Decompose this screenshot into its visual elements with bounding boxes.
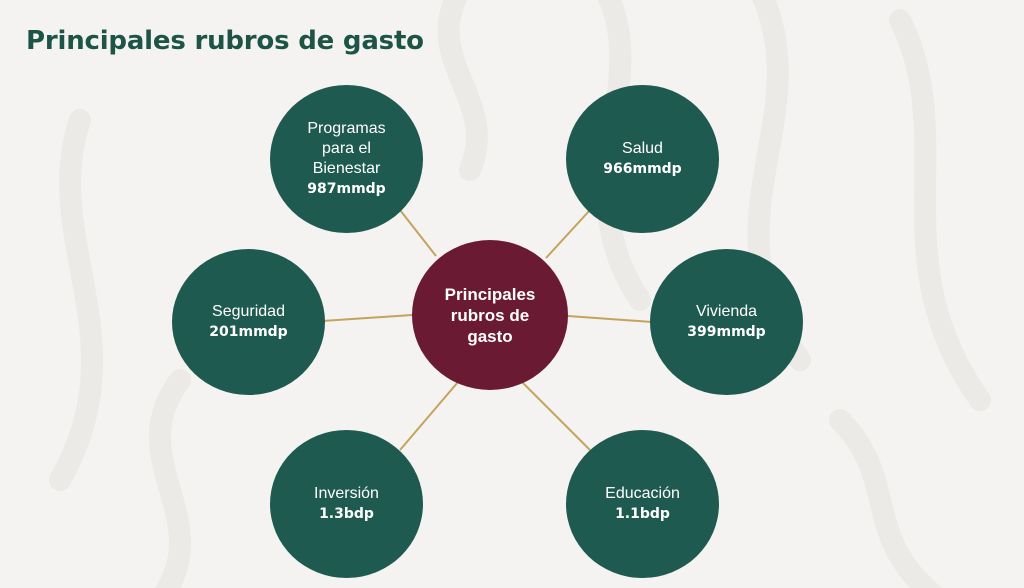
node-value: 1.3bdp (319, 506, 374, 522)
page-title: Principales rubros de gasto (26, 26, 424, 56)
node-vivienda: Vivienda 399mmdp (650, 249, 803, 395)
center-node: Principales rubros de gasto (412, 240, 568, 390)
node-label: Inversión (314, 485, 379, 502)
connector-bienestar (399, 209, 437, 257)
connector-salud (545, 209, 591, 259)
node-value: 966mmdp (603, 161, 682, 177)
node-value: 987mmdp (307, 181, 386, 197)
connector-educacion (519, 379, 591, 451)
node-label: Programas para el Bienestar (307, 120, 386, 177)
node-seguridad: Seguridad 201mmdp (172, 249, 325, 395)
node-label: Salud (622, 140, 663, 157)
node-educacion: Educación 1.1bdp (566, 430, 719, 578)
node-value: 1.1bdp (615, 506, 670, 522)
connector-inversion (399, 381, 459, 451)
node-label: Seguridad (212, 303, 285, 320)
node-label: Educación (605, 485, 680, 502)
node-value: 399mmdp (687, 324, 766, 340)
node-label: Vivienda (695, 303, 758, 320)
connector-seguridad (321, 314, 413, 322)
center-node-label: Principales rubros de gasto (444, 284, 536, 346)
node-value: 201mmdp (209, 324, 288, 340)
node-programas-bienestar: Programas para el Bienestar 987mmdp (270, 85, 423, 233)
connector-vivienda (567, 315, 653, 323)
node-salud: Salud 966mmdp (566, 85, 719, 233)
node-inversion: Inversión 1.3bdp (270, 430, 423, 578)
